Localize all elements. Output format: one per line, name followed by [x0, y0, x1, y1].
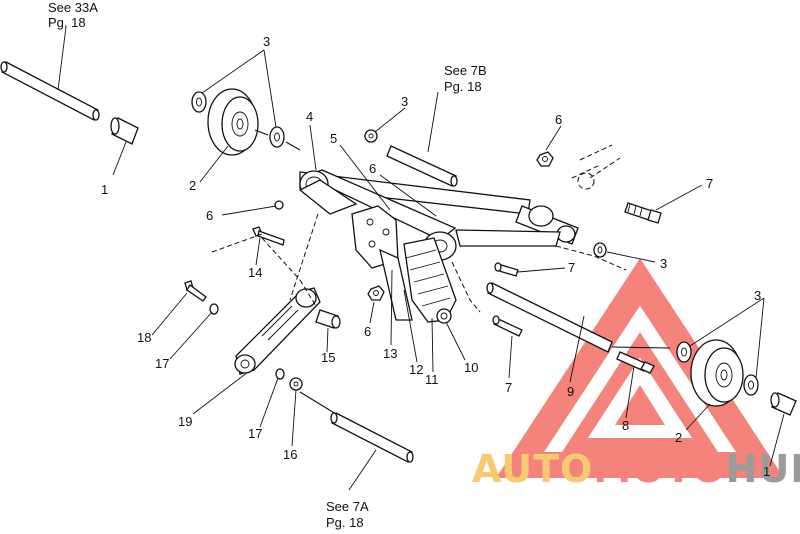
- callout-12: 12: [409, 362, 423, 377]
- callout-3-right-mid: 3: [660, 256, 667, 271]
- callout-7-top-right: 7: [706, 176, 713, 191]
- callout-4: 4: [306, 109, 313, 124]
- callout-7-mid: 7: [568, 260, 575, 275]
- watermark-hub: HUB: [726, 447, 800, 491]
- callout-10: 10: [464, 360, 478, 375]
- callout-11: 11: [425, 372, 439, 387]
- torque-arm-link: [234, 287, 321, 375]
- callout-18: 18: [137, 330, 151, 345]
- watermark-auto: AUTO: [472, 447, 593, 491]
- ref-see-7b: See 7B: [444, 63, 487, 78]
- bolt-7-bottom: [492, 315, 523, 337]
- callout-17-bottom: 17: [248, 426, 262, 441]
- washer-right-mid: [593, 242, 607, 258]
- callout-6-left: 6: [206, 208, 213, 223]
- lower-right-shaft: [486, 282, 671, 353]
- ref-see-33a-page: Pg. 18: [48, 15, 86, 30]
- callout-1-left: 1: [101, 182, 108, 197]
- ref-see-7a-page: Pg. 18: [326, 515, 364, 530]
- callout-3-right-bottom: 3: [754, 288, 761, 303]
- upper-idler-wheel-assembly: [191, 88, 301, 156]
- shock-absorber: [403, 237, 457, 324]
- bolt-14: [252, 226, 285, 246]
- spacer-15: [315, 309, 341, 329]
- washer-lower-right: [743, 374, 759, 396]
- watermark-moto: MOTO: [593, 447, 725, 491]
- alignment-lines: [211, 213, 627, 313]
- cross-shaft-7b: [364, 129, 458, 187]
- callout-8: 8: [622, 418, 629, 433]
- lower-shaft-7a: [299, 391, 414, 463]
- callout-6-right-top: 6: [555, 112, 562, 127]
- leader-lines: [57, 26, 785, 491]
- callout-13: 13: [383, 346, 397, 361]
- callout-15: 15: [321, 350, 335, 365]
- callout-16: 16: [283, 447, 297, 462]
- bolt-7-mid: [494, 262, 519, 277]
- washer-top-left: [191, 91, 207, 113]
- callout-numbers: 1 2 3 4 5 3 6 6 7 6 14 3 7 6 13 12 11 10…: [101, 34, 770, 479]
- shock-mount-bracket: [351, 205, 413, 321]
- washer-top-right: [269, 126, 285, 148]
- callout-17-top: 17: [155, 356, 169, 371]
- callout-3-top-mid: 3: [401, 94, 408, 109]
- bolt-8: [616, 351, 655, 374]
- callout-3-top-left: 3: [263, 34, 270, 49]
- callout-19: 19: [178, 414, 192, 429]
- callout-2-left: 2: [189, 178, 196, 193]
- bolt-18: [184, 280, 219, 315]
- callout-6-top: 6: [369, 161, 376, 176]
- ref-see-7b-page: Pg. 18: [444, 79, 482, 94]
- swing-arm-frame: [298, 169, 579, 261]
- callout-9: 9: [567, 384, 574, 399]
- nut-center: [367, 285, 385, 301]
- ref-see-33a: See 33A: [48, 0, 98, 15]
- reference-notes: See 33A Pg. 18 See 7B Pg. 18 See 7A Pg. …: [48, 0, 487, 530]
- callout-14: 14: [248, 265, 262, 280]
- callout-7-bottom: 7: [505, 380, 512, 395]
- callout-5: 5: [330, 131, 337, 146]
- callout-2-right: 2: [675, 430, 682, 445]
- washer-7b: [364, 129, 378, 143]
- upper-left-axle-assembly: [0, 61, 139, 145]
- watermark-text: AUTOMOTOHUB: [472, 447, 800, 491]
- callout-1-right: 1: [763, 464, 770, 479]
- washer-lower-left: [676, 341, 692, 363]
- bolt-top-right: [536, 144, 662, 224]
- washers-lower-left: [275, 368, 303, 391]
- lower-idler-wheel-assembly: [676, 339, 797, 416]
- shock-lower-eye: [436, 308, 452, 324]
- callout-6-center: 6: [364, 324, 371, 339]
- ref-see-7a: See 7A: [326, 499, 369, 514]
- nut-left: [274, 200, 284, 210]
- upper-left-shaft: [1, 61, 99, 121]
